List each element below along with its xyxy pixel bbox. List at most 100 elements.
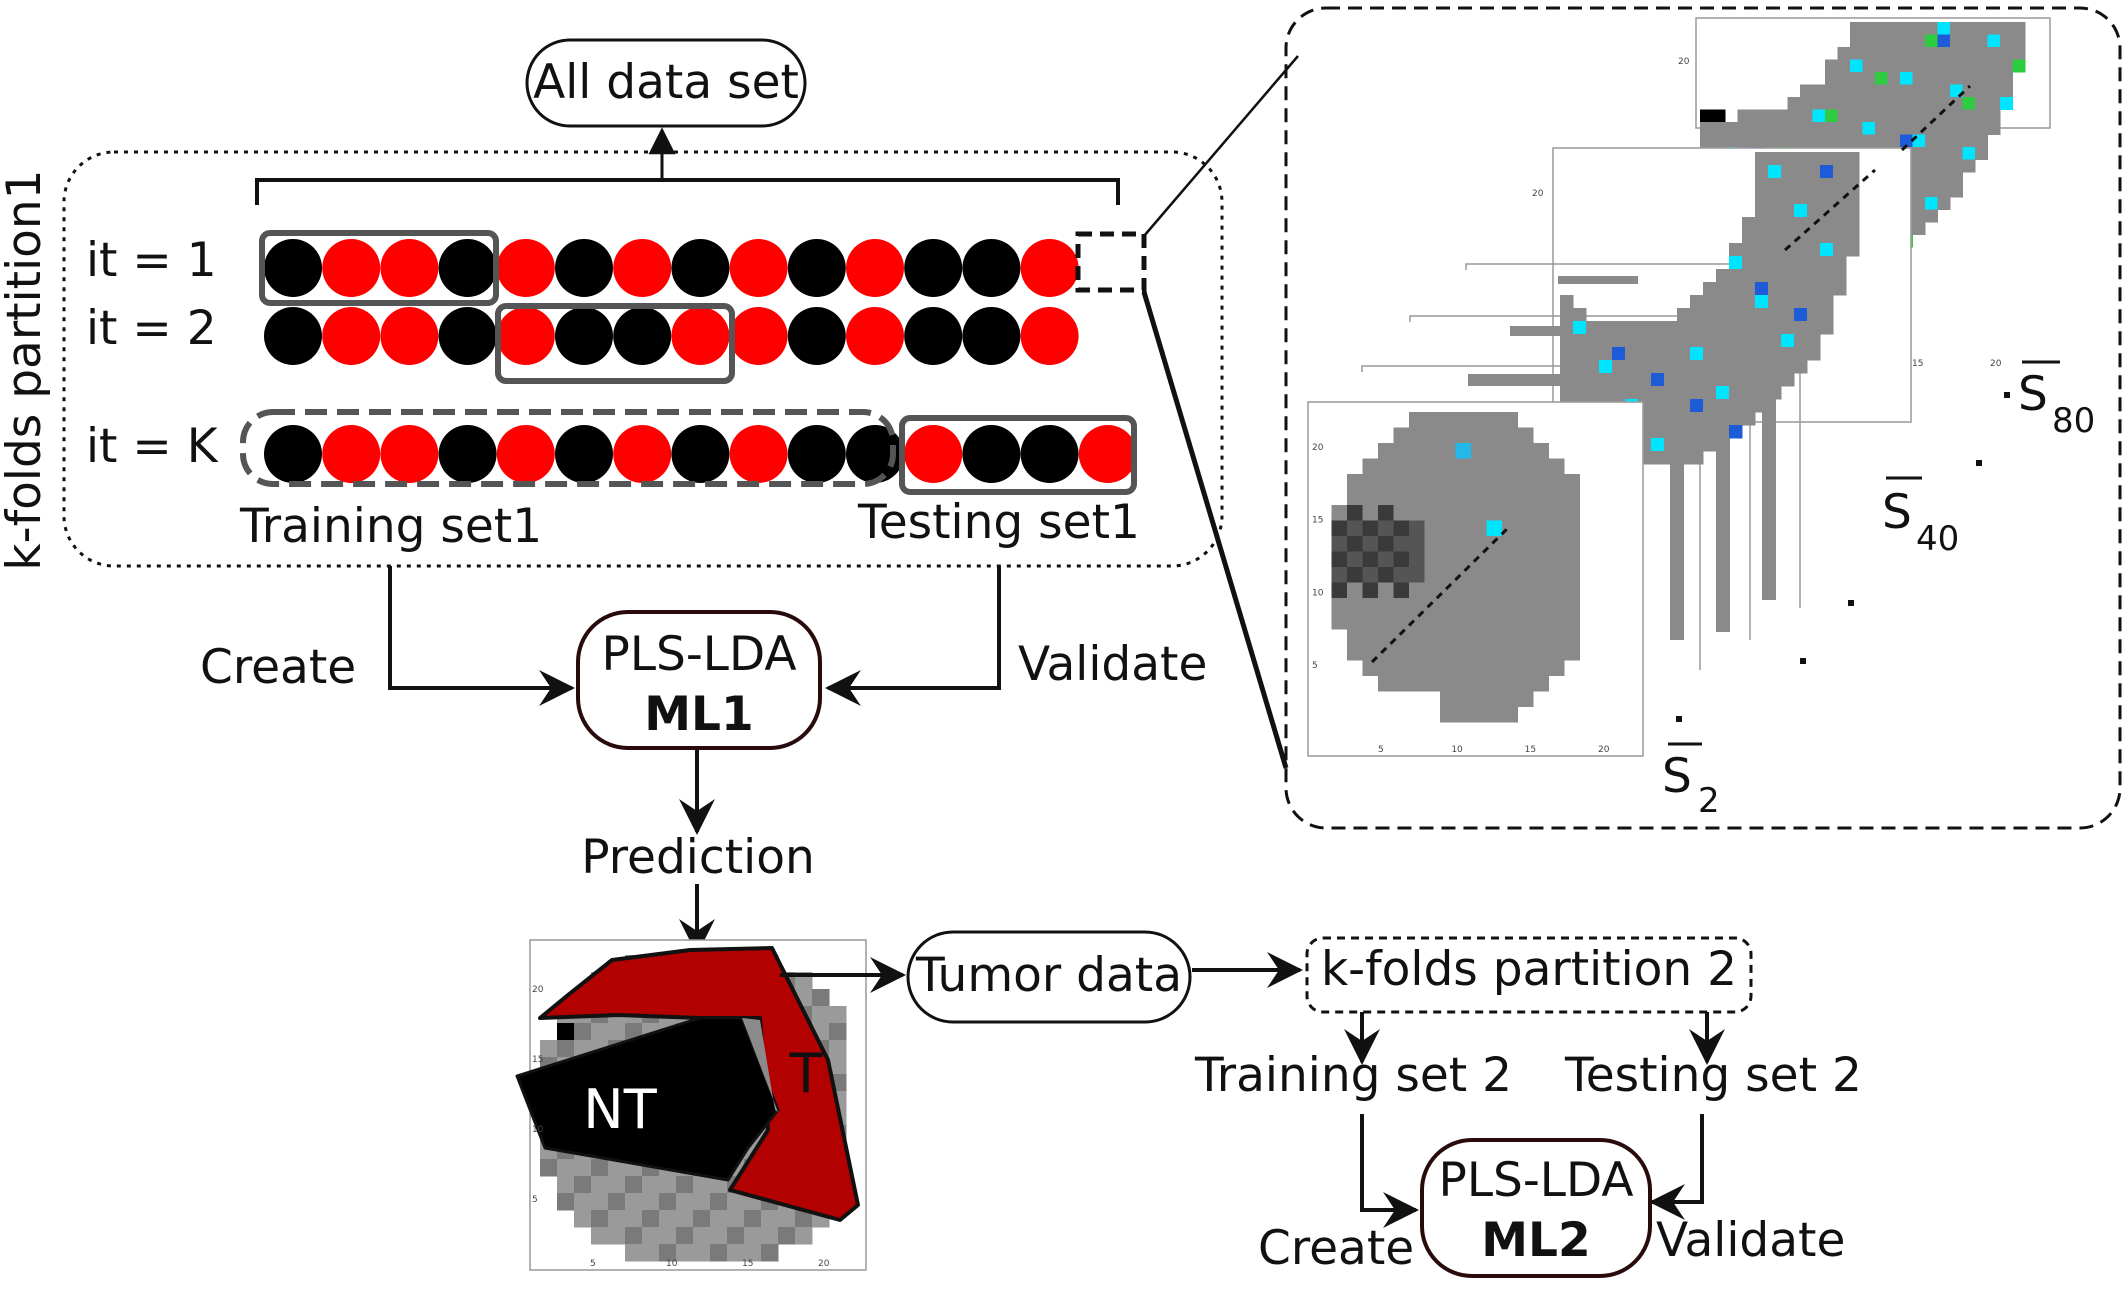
tissue-pixel — [1703, 360, 1717, 374]
tissue-pixel — [1768, 191, 1782, 205]
tissue-pixel — [1768, 256, 1782, 270]
tissue-pixel — [1762, 122, 1776, 135]
tissue-pixel — [1937, 47, 1951, 60]
tissue-pixel — [1794, 152, 1808, 166]
tissue-pixel — [1471, 505, 1487, 521]
sample-red — [613, 425, 672, 483]
tissue-pixel — [1533, 675, 1549, 692]
tissue-pixel — [1651, 451, 1665, 465]
tissue-pixel — [676, 1210, 694, 1228]
tissue-pixel — [676, 1244, 694, 1262]
tissue-pixel — [1900, 59, 1913, 73]
tissue-pixel — [1925, 122, 1938, 135]
validate2-label: Validate — [1656, 1213, 1845, 1268]
tissue-pixel — [1455, 644, 1472, 661]
tissue-pixel — [1768, 308, 1782, 322]
tissue-pixel — [1820, 230, 1834, 244]
tissue-pixel — [1455, 706, 1472, 723]
tissue-pixel — [1638, 386, 1652, 400]
tissue-pixel — [1812, 84, 1826, 98]
tissue-pixel — [1937, 122, 1951, 135]
tissue-pixel — [1962, 47, 1976, 60]
partition1-vertical-label: k-folds partition1 — [0, 169, 52, 570]
tissue-pixel — [1440, 443, 1456, 459]
tissue-pixel — [1409, 489, 1425, 506]
tissue-pixel — [1912, 147, 1926, 160]
tissue-pixel — [1807, 165, 1821, 179]
tissue-pixel — [1825, 122, 1838, 135]
tissue-pixel — [1781, 165, 1795, 179]
tissue-pixel — [1393, 644, 1410, 661]
tissue-pixel — [1937, 22, 1951, 35]
tissue-pixel — [1599, 360, 1613, 374]
sample-red — [496, 307, 555, 365]
tissue-pixel — [1820, 243, 1834, 257]
tissue-pixel — [676, 1227, 694, 1245]
tissue-pixel — [1502, 427, 1518, 444]
tissue-pixel — [1502, 675, 1518, 692]
tissue-pixel — [1794, 360, 1808, 374]
tissue-pixel — [1424, 520, 1441, 537]
sample-black — [962, 239, 1021, 297]
tissue-pixel — [1393, 675, 1410, 692]
svg-text:15: 15 — [1912, 359, 1923, 369]
tissue-pixel — [1794, 204, 1808, 218]
tissue-pixel — [1768, 269, 1782, 283]
tissue-pixel — [1486, 598, 1503, 614]
tissue-pixel — [1502, 536, 1518, 552]
tissue-pixel — [1471, 582, 1487, 599]
tissue-pixel — [1409, 660, 1425, 676]
tissue-pixel — [1362, 536, 1379, 552]
tissue-pixel — [1875, 34, 1888, 48]
tissue-pixel — [1703, 295, 1717, 309]
tissue-pixel — [1440, 505, 1456, 521]
tissue-pixel — [1625, 360, 1639, 374]
tissue-pixel — [1820, 269, 1834, 283]
y-tick-label: 5 — [1312, 661, 1318, 671]
tissue-pixel — [1362, 629, 1379, 645]
tissue-pixel — [1742, 360, 1756, 374]
slice-s2-separator — [1370, 526, 1510, 664]
tissue-pixel — [1347, 536, 1363, 552]
tissue-pixel — [1409, 412, 1425, 428]
sample-red — [496, 239, 555, 297]
tissue-pixel — [1393, 660, 1410, 676]
tissue-pixel — [1502, 660, 1518, 676]
tissue-pixel — [1564, 582, 1580, 599]
tissue-pixel — [1378, 458, 1394, 475]
tissue-pixel — [1331, 551, 1348, 568]
tissue-pixel — [1794, 269, 1808, 283]
tissue-pixel — [1471, 706, 1487, 723]
tissue-pixel — [1794, 178, 1808, 192]
tissue-pixel — [1502, 691, 1518, 707]
tissue-pixel — [1424, 474, 1441, 490]
tissue-pixel — [1502, 551, 1518, 568]
tissue-pixel — [1800, 84, 1813, 98]
tissue-pixel — [1875, 97, 1888, 110]
tissue-pixel — [557, 1023, 575, 1041]
tissue-pixel — [1533, 629, 1549, 645]
tissue-pixel — [1716, 425, 1730, 439]
tissue-pixel — [1716, 438, 1730, 452]
tissue-pixel — [574, 1193, 592, 1211]
tissue-pixel — [1900, 72, 1913, 85]
tissue-pixel — [2000, 47, 2013, 60]
tissue-pixel — [1393, 567, 1410, 583]
tissue-pixel — [1875, 59, 1888, 73]
fold-row-it1 — [264, 239, 1079, 297]
tissue-pixel — [2000, 59, 2013, 73]
tissue-pixel — [1807, 321, 1821, 335]
tissue-pixel — [1775, 134, 1788, 148]
tissue-pixel — [1716, 360, 1730, 374]
tissue-pixel — [676, 1193, 694, 1211]
tissue-pixel — [1742, 243, 1756, 257]
tissue-pixel — [1409, 675, 1425, 692]
tissue-pixel — [1729, 321, 1743, 335]
tissue-pixel — [1677, 347, 1691, 361]
x-tick-label: 20 — [818, 1259, 830, 1269]
tissue-pixel — [1755, 230, 1769, 244]
validate2-arrow — [1649, 1114, 1704, 1220]
tissue-pixel — [1716, 373, 1730, 387]
tissue-pixel — [1677, 399, 1691, 413]
